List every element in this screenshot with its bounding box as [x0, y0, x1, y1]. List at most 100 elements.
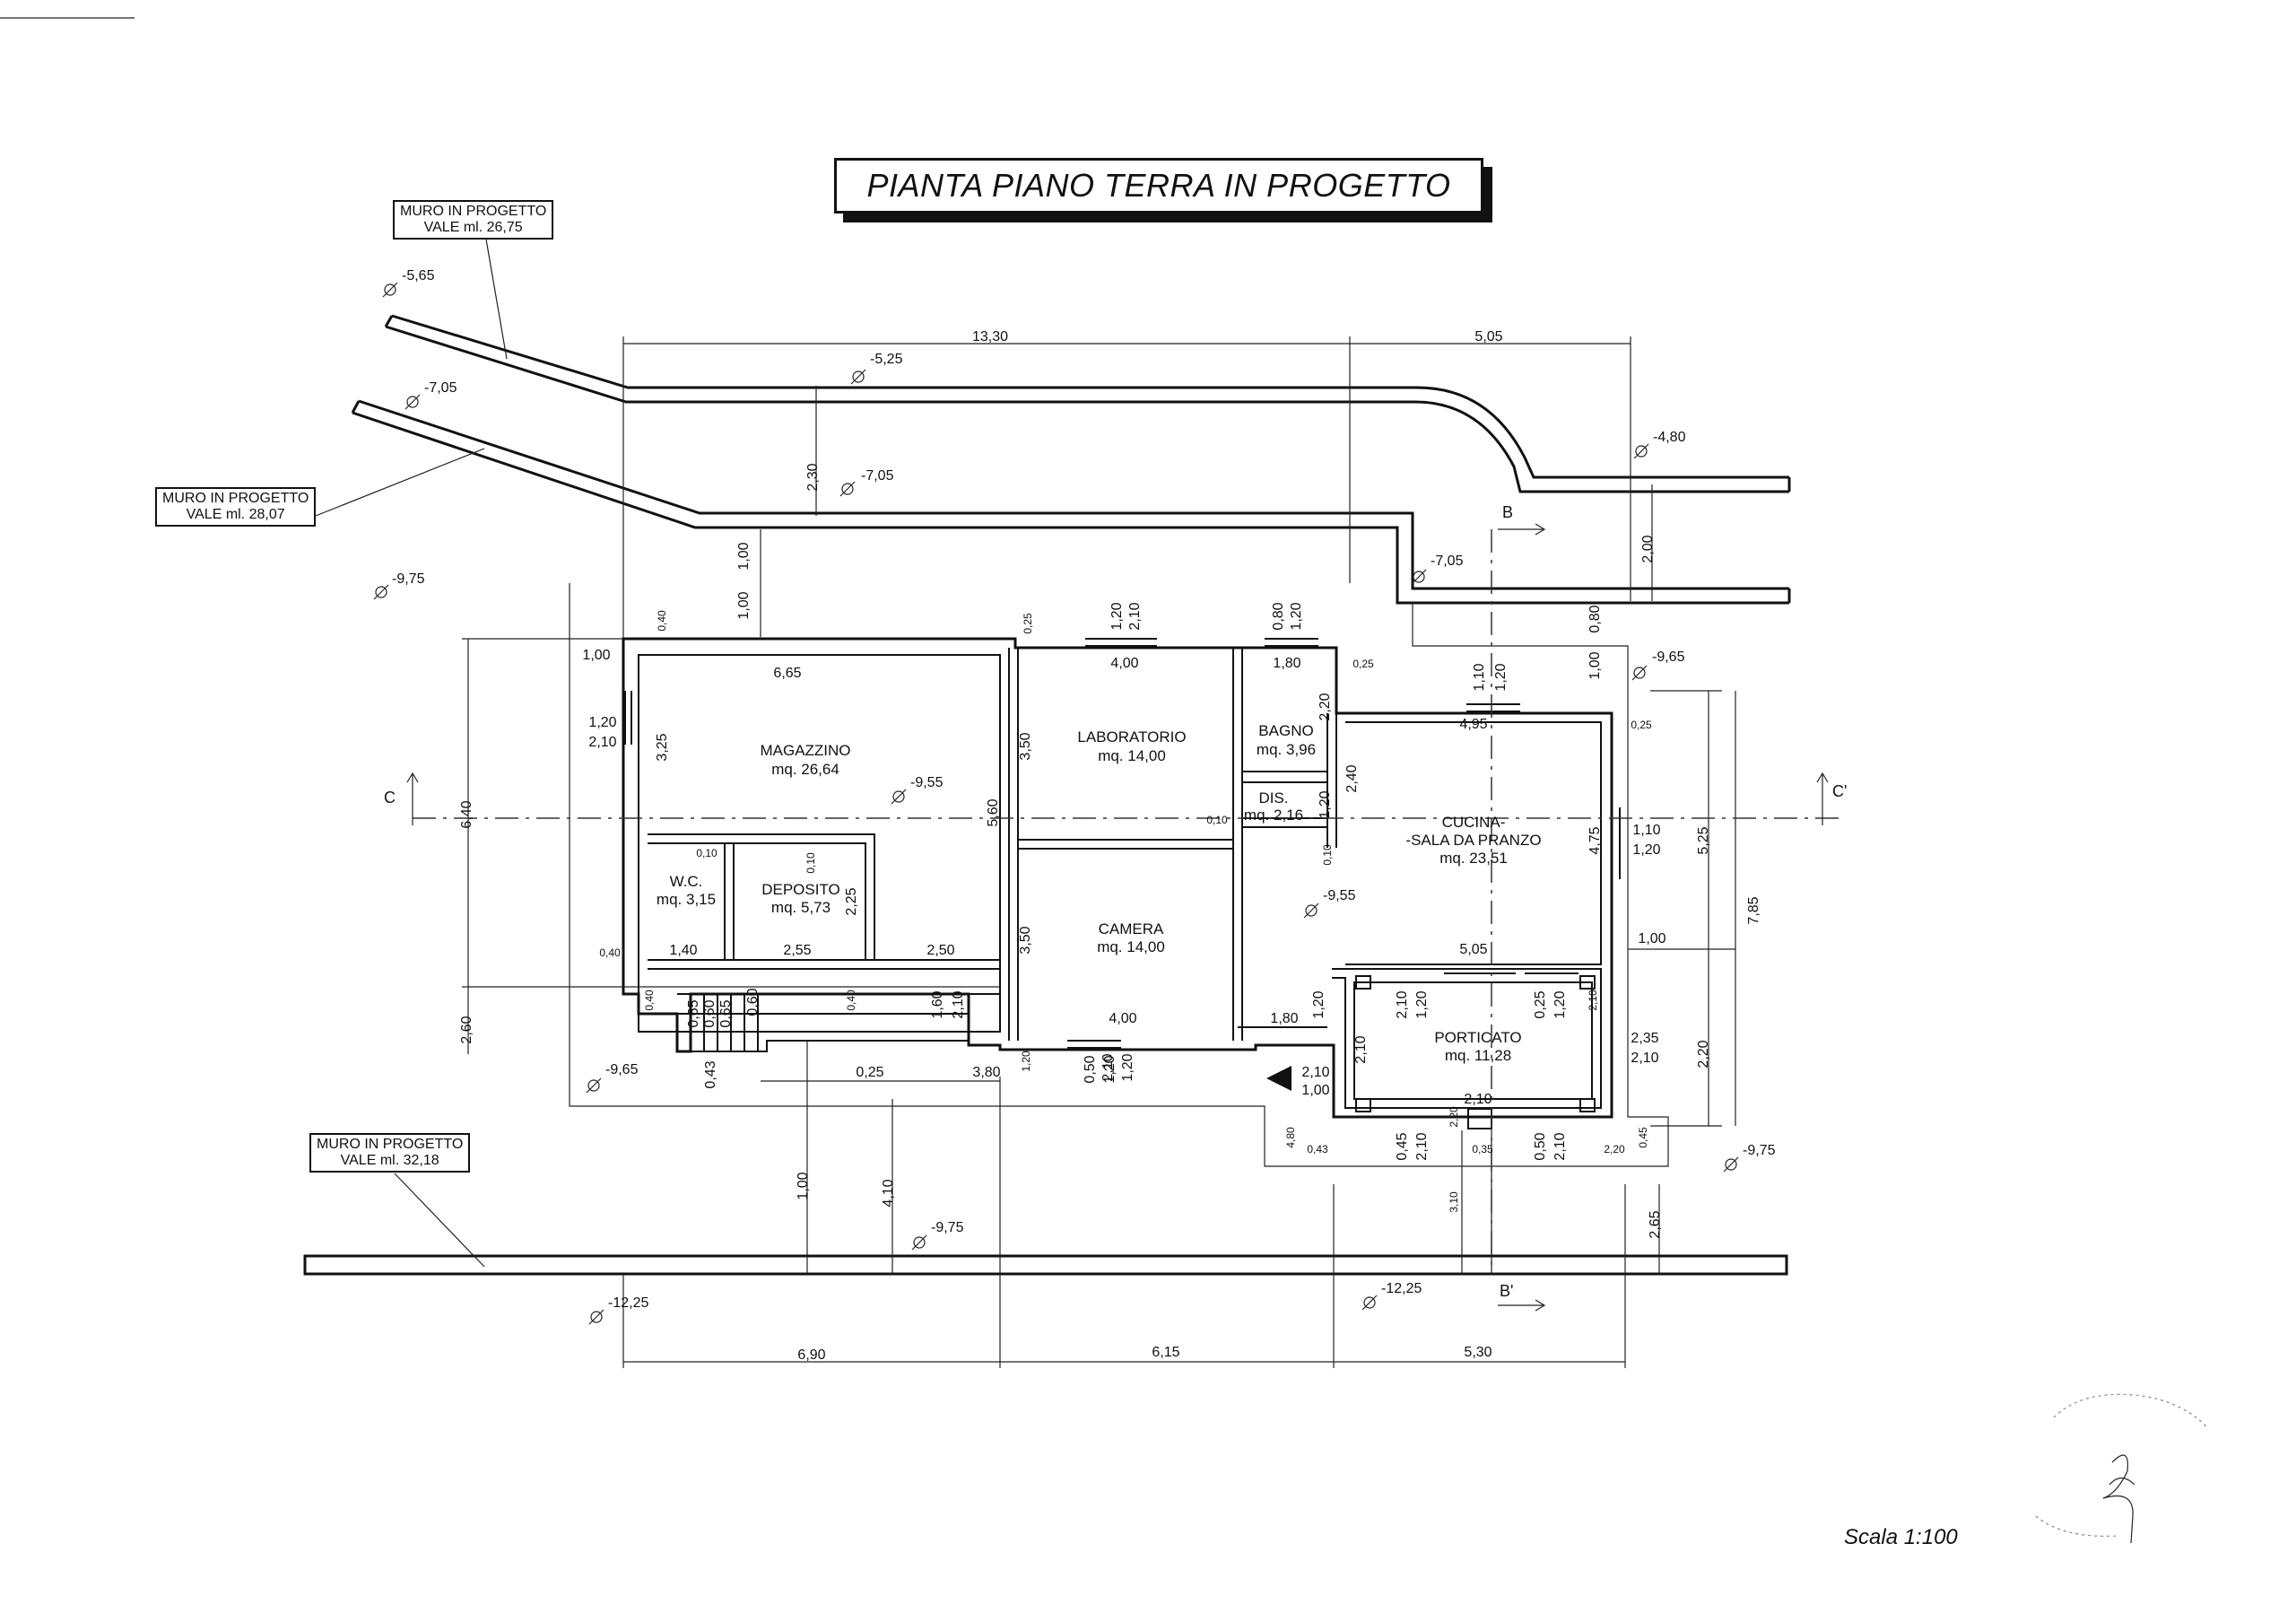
- side-dimension-lines: [462, 638, 1736, 1368]
- dim-label: 1,00: [736, 542, 752, 570]
- room-name: MAGAZZINO: [760, 742, 850, 759]
- dim-label: 1,10: [1472, 663, 1487, 691]
- room-name: BAGNO: [1258, 722, 1313, 739]
- dim-label: 0,25: [1631, 719, 1652, 731]
- dim-label: 1,00: [1587, 651, 1603, 679]
- dim-label: 2,65: [1648, 1210, 1663, 1238]
- wall-note-title: MURO IN PROGETTO: [162, 491, 309, 506]
- dim-label: 0,40: [643, 990, 656, 1011]
- room-area: mq. 3,15: [657, 891, 716, 908]
- section-label-b2: B': [1500, 1282, 1513, 1300]
- section-axes: [406, 523, 1843, 1312]
- level-marker: [404, 394, 421, 410]
- dim-label: 2,20: [1696, 1040, 1711, 1068]
- dim-label: 6,65: [773, 666, 801, 681]
- dim-label: 2,60: [459, 1016, 474, 1043]
- dim-label: 1,40: [669, 943, 697, 958]
- dim-label: 2,10: [1587, 990, 1599, 1011]
- dim-label: 3,10: [1448, 1191, 1460, 1213]
- wall-note-middle: MURO IN PROGETTO VALE ml. 28,07: [155, 487, 317, 527]
- wall-note-title: MURO IN PROGETTO: [400, 204, 547, 219]
- dim-label: 1,60: [930, 990, 945, 1018]
- level-label: -12,25: [1381, 1281, 1422, 1296]
- room-name: W.C.: [670, 873, 703, 890]
- room-area: mq. 14,00: [1098, 747, 1166, 764]
- dim-label: 3,25: [655, 733, 670, 761]
- dim-label: 0,50: [1083, 1055, 1098, 1083]
- dim-label: 0,60: [745, 988, 761, 1016]
- level-label: -9,55: [910, 775, 944, 790]
- building-outline: [622, 637, 1621, 1129]
- dim-label: 0,10: [696, 847, 718, 859]
- room-labels: MAGAZZINO mq. 26,64 LABORATORIO mq. 14,0…: [657, 722, 1542, 1064]
- dim-label: 1,20: [588, 715, 616, 730]
- dim-label: 0,25: [1022, 613, 1034, 634]
- room-area: mq. 2,16: [1244, 807, 1303, 824]
- dim-label: 0,65: [718, 999, 734, 1027]
- level-marker: [382, 282, 398, 298]
- section-label-b: B: [1502, 503, 1513, 521]
- dim-label: 0,10: [804, 852, 817, 874]
- dim-label: 1,20: [1020, 1051, 1032, 1072]
- dim-label: 1,80: [1270, 1011, 1298, 1026]
- level-marker: [1411, 569, 1427, 585]
- dim-label: 1,20: [1552, 990, 1568, 1018]
- dim-label: 6,15: [1152, 1345, 1179, 1360]
- level-marker: [586, 1077, 602, 1094]
- dim-label: 2,20: [1604, 1143, 1625, 1155]
- wall-note-length: VALE ml. 26,75: [423, 220, 523, 235]
- dim-label: 2,00: [1640, 535, 1656, 562]
- dim-label: 0,45: [1637, 1127, 1649, 1148]
- level-marker: [1723, 1156, 1739, 1173]
- level-label: -5,25: [870, 352, 903, 367]
- dim-label: 2,10: [1100, 1053, 1116, 1081]
- signature-stamp: [2035, 1393, 2207, 1537]
- level-label: -9,75: [931, 1220, 964, 1235]
- level-marker: [1631, 665, 1648, 681]
- dim-label: 0,50: [1533, 1132, 1548, 1160]
- dim-label: 1,00: [736, 591, 752, 619]
- dim-label: 3,80: [972, 1065, 1000, 1080]
- upper-retaining-wall: [384, 314, 1791, 493]
- dim-label: 0,40: [599, 946, 621, 959]
- wall-note-upper: MURO IN PROGETTO VALE ml. 26,75: [393, 200, 554, 240]
- level-label: -7,05: [1431, 554, 1464, 569]
- scale-label: Scala 1:100: [1844, 1525, 1958, 1549]
- dim-label: 0,10: [1321, 844, 1334, 866]
- dim-label: 1,00: [1638, 931, 1665, 946]
- level-marker: [1303, 903, 1319, 919]
- dim-label: 0,80: [1271, 602, 1286, 630]
- room-name: DEPOSITO: [761, 881, 840, 898]
- dim-label: 5,25: [1696, 826, 1711, 854]
- room-area: mq. 5,73: [771, 899, 831, 916]
- dim-label: 2,30: [805, 463, 821, 491]
- level-label: -4,80: [1653, 430, 1686, 445]
- dimension-labels: 13,30 5,05 6,90 6,15 5,30 2,30 1,00 1,00…: [459, 329, 1761, 1363]
- dim-label: 2,10: [1395, 990, 1410, 1018]
- level-marker: [588, 1309, 604, 1325]
- dim-label: 0,25: [1352, 658, 1374, 670]
- drawing-title: PIANTA PIANO TERRA IN PROGETTO: [866, 167, 1451, 204]
- dim-label: 2,10: [588, 735, 616, 750]
- dim-label: 4,75: [1587, 826, 1603, 854]
- level-labels: -5,65 -5,25 -7,05 -7,05 -4,80 -7,05 -9,7…: [392, 268, 1776, 1311]
- dim-label: 2,20: [1318, 693, 1333, 720]
- level-label: -9,55: [1323, 888, 1356, 903]
- drawing-title-box: PIANTA PIANO TERRA IN PROGETTO: [834, 158, 1483, 214]
- dim-label: 1,20: [1318, 790, 1333, 818]
- dim-label: 0,25: [856, 1065, 883, 1080]
- dim-label: 2,10: [1552, 1132, 1568, 1160]
- dim-label: 1,20: [1632, 842, 1660, 858]
- room-area: mq. 3,96: [1257, 741, 1316, 758]
- dim-label: 0,80: [1587, 605, 1603, 632]
- dim-label: 0,25: [1533, 990, 1548, 1018]
- dim-label: 6,40: [459, 800, 474, 828]
- dim-label: 5,30: [1464, 1345, 1492, 1360]
- room-name: -SALA DA PRANZO: [1405, 832, 1541, 849]
- dim-label: 1,20: [1289, 602, 1304, 630]
- room-name: DIS.: [1258, 789, 1288, 807]
- dim-label: 1,20: [1102, 1055, 1118, 1083]
- dim-label: 4,00: [1109, 1011, 1136, 1026]
- dim-label: 0,10: [1206, 814, 1228, 826]
- room-area: mq. 11,28: [1445, 1047, 1511, 1064]
